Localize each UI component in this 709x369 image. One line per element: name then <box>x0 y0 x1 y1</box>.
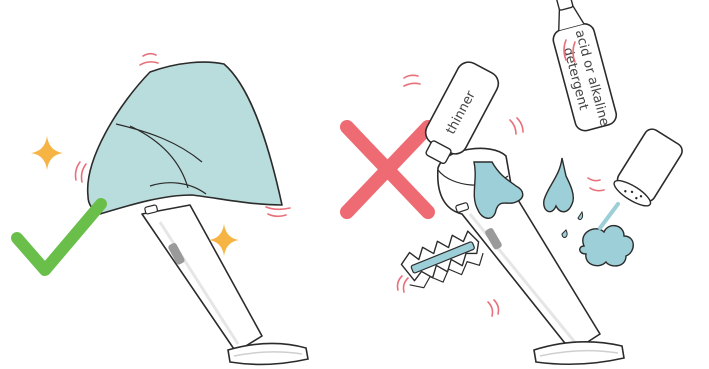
cleaning-cloth <box>88 62 282 214</box>
powder-cloud <box>580 226 634 266</box>
cross-mark-icon <box>347 127 428 212</box>
detergent-stream <box>544 158 574 212</box>
correct-cleaning-panel <box>17 54 308 365</box>
incorrect-cleaning-panel: thinner acid or alkaline detergent <box>347 0 685 364</box>
detergent-bottle: acid or alkaline detergent <box>542 0 618 133</box>
check-mark-icon <box>17 204 101 270</box>
scouring-pad-icon <box>398 227 487 294</box>
powder-canister <box>611 126 685 210</box>
